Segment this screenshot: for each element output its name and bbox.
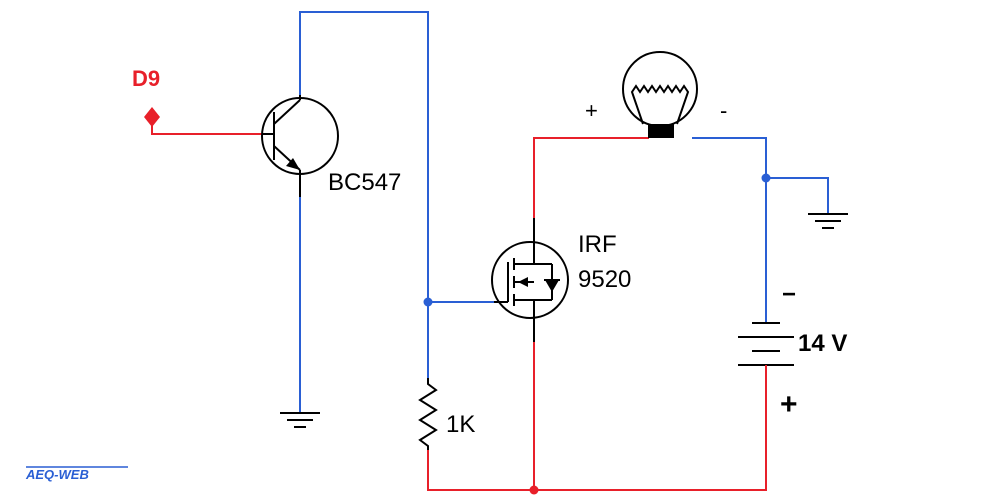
battery-minus-label: − xyxy=(782,281,796,308)
battery-plus-label: + xyxy=(780,388,798,421)
ground-icon xyxy=(808,213,848,229)
battery-positive-wire xyxy=(427,372,767,491)
input-wire xyxy=(151,116,263,135)
collector-wire xyxy=(299,11,429,302)
lamp-positive-wire xyxy=(533,137,649,219)
ground-icon xyxy=(280,412,320,428)
resistor-label: 1K xyxy=(446,411,475,438)
battery-icon[interactable] xyxy=(738,322,794,373)
resistor-icon[interactable] xyxy=(418,378,438,450)
ground-junction xyxy=(761,173,771,183)
gate-junction xyxy=(423,297,433,307)
transistor-label: BC547 xyxy=(328,169,401,196)
lamp-icon[interactable] xyxy=(622,51,698,138)
watermark-text: AEQ-WEB xyxy=(25,467,89,482)
p-mosfet-icon[interactable] xyxy=(491,218,569,342)
lamp-plus-label: + xyxy=(585,98,598,123)
positive-junction xyxy=(529,485,539,495)
diamond-net-icon[interactable] xyxy=(144,107,160,127)
lamp-negative-wire xyxy=(692,137,767,323)
lamp-minus-label: - xyxy=(720,98,727,123)
ground-wires xyxy=(299,11,829,413)
battery-voltage-label: 14 V xyxy=(798,330,847,357)
ground-tap-wire xyxy=(765,177,829,214)
net-label-d9: D9 xyxy=(132,66,160,91)
npn-transistor-icon[interactable] xyxy=(261,95,339,197)
mosfet-label-line1: IRF xyxy=(578,231,617,258)
mosfet-label-line2: 9520 xyxy=(578,266,631,293)
